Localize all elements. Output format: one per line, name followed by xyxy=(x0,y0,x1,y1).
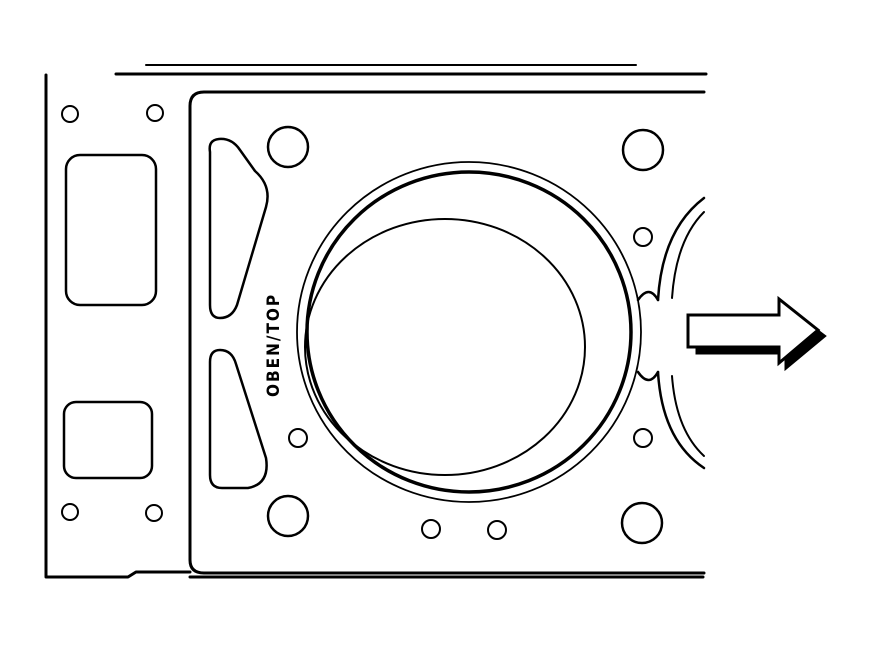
head-bolt-hole xyxy=(266,125,310,169)
coolant-passage xyxy=(64,153,158,307)
bolt-hole xyxy=(145,504,163,522)
gasket-outline xyxy=(188,90,706,575)
head-bolt-hole xyxy=(621,128,665,172)
small-hole xyxy=(633,428,653,448)
small-hole xyxy=(288,428,308,448)
cylinder-bore xyxy=(296,161,642,503)
coolant-passage xyxy=(62,400,154,480)
gasket-label: OBEN/TOP xyxy=(264,293,284,397)
head-bolt-hole xyxy=(620,501,664,545)
block-features xyxy=(61,104,164,522)
small-hole xyxy=(633,227,653,247)
adjacent-cylinder xyxy=(636,196,706,470)
head-bolt-hole xyxy=(266,494,310,538)
bolt-hole xyxy=(146,104,164,122)
bolt-hole xyxy=(61,105,79,123)
small-hole xyxy=(487,520,507,540)
direction-arrow-icon xyxy=(686,295,827,372)
bolt-hole xyxy=(61,503,79,521)
oil-slot-upper xyxy=(208,137,269,320)
oil-slot-lower xyxy=(208,348,268,490)
engine-block-outline xyxy=(44,73,192,579)
top-edge-lines xyxy=(114,64,708,76)
small-hole xyxy=(421,519,441,539)
head-gasket: OBEN/TOP xyxy=(188,90,706,575)
